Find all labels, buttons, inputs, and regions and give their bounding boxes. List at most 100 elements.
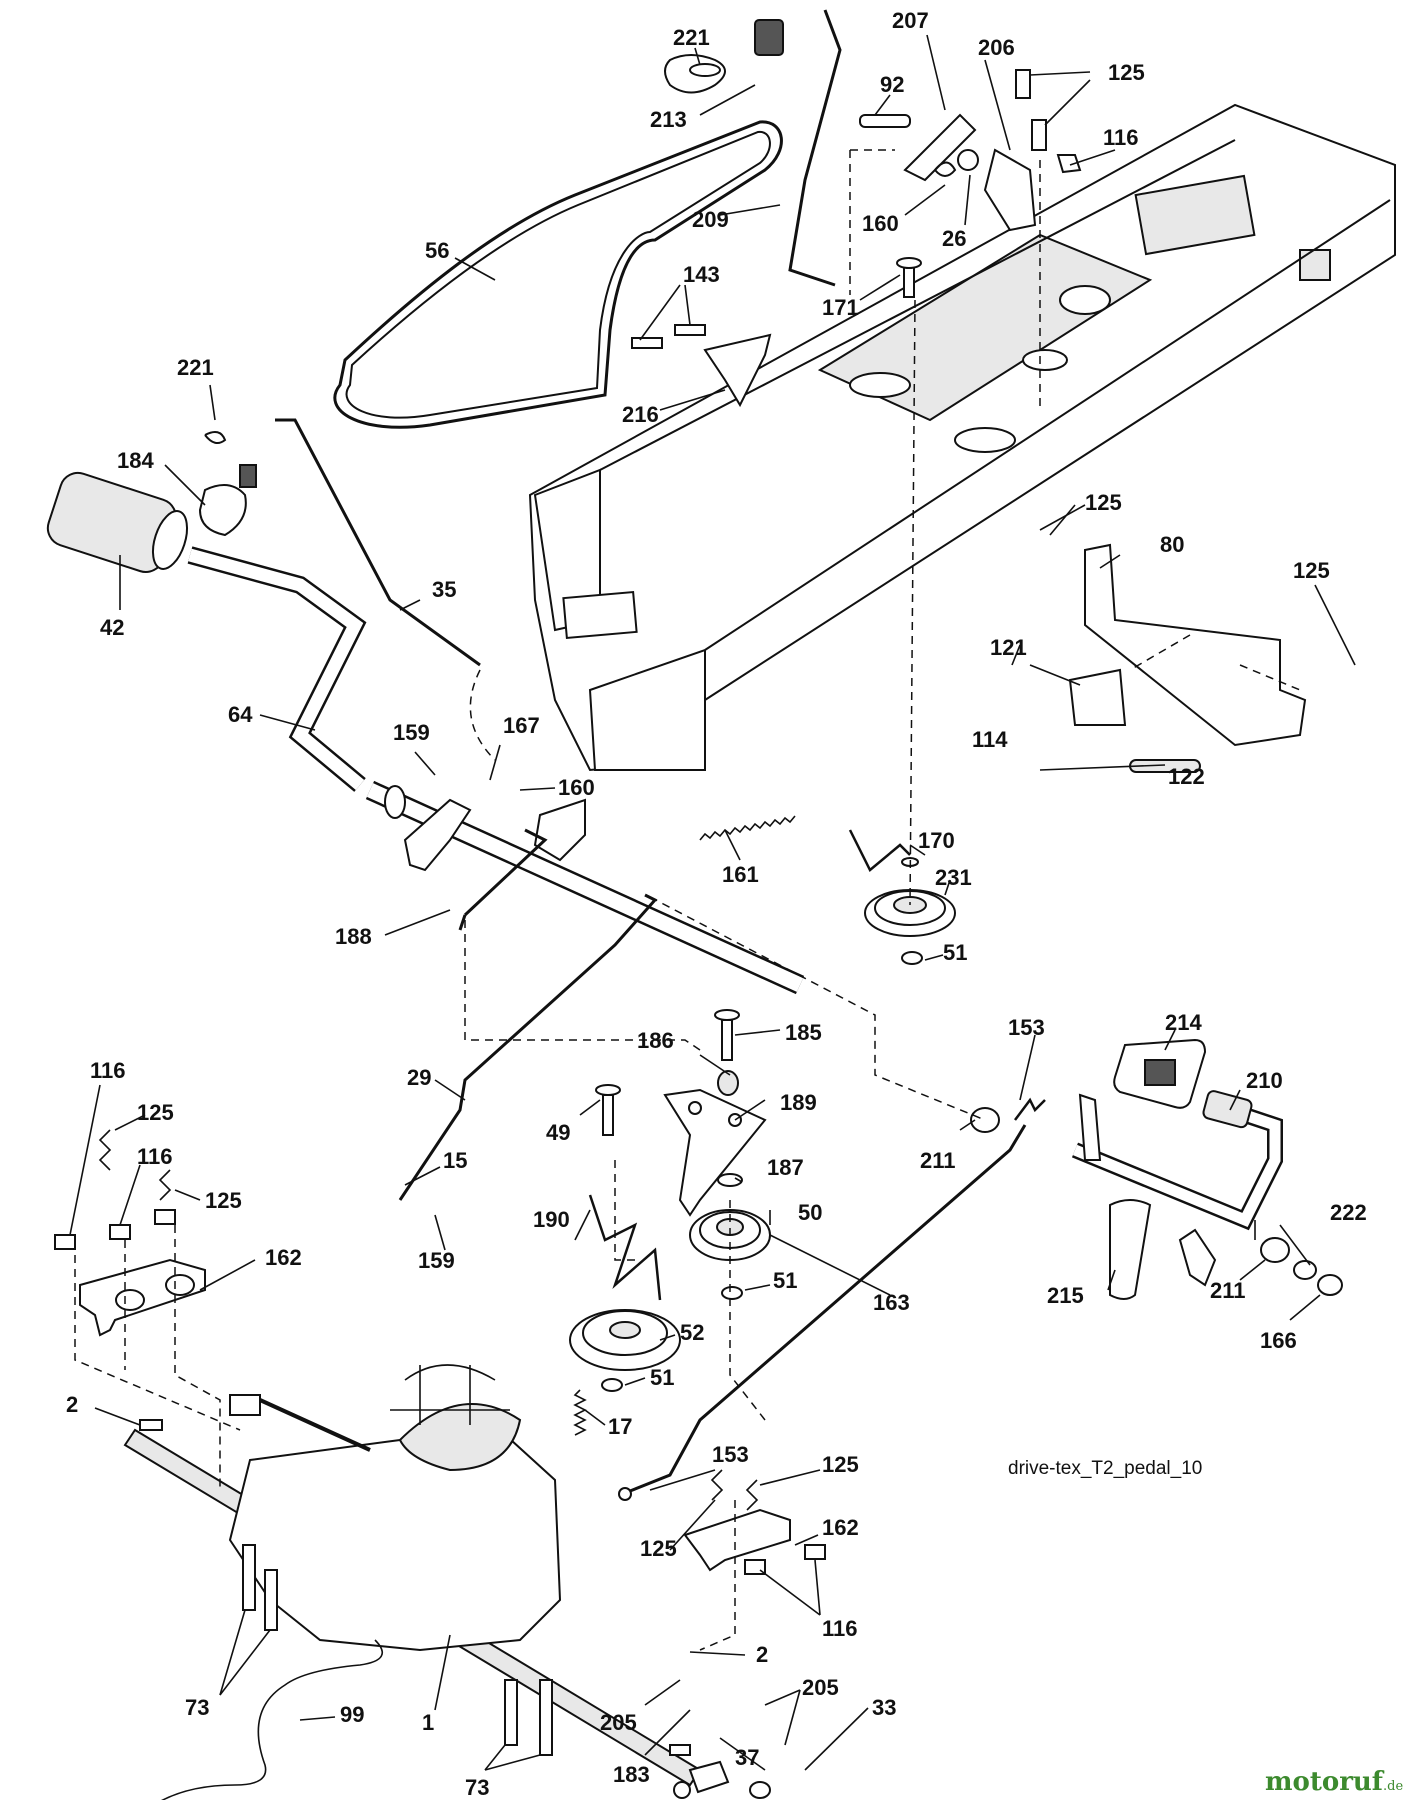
callout-125: 125 (822, 1452, 859, 1477)
callout-171: 171 (822, 295, 859, 320)
callout-29: 29 (407, 1065, 431, 1090)
brand-tld: .de (1383, 1779, 1404, 1794)
callout-125: 125 (640, 1536, 677, 1561)
callout-183: 183 (613, 1762, 650, 1787)
brand-logo: motoruf.de (1265, 1767, 1403, 1797)
callout-221: 221 (673, 25, 710, 50)
rod-163 (618, 1124, 1027, 1501)
callout-2: 2 (66, 1392, 78, 1417)
callout-50: 50 (798, 1200, 822, 1225)
callout-160: 160 (862, 211, 899, 236)
leader-lines (69, 34, 1356, 1771)
callout-205: 205 (600, 1710, 637, 1735)
callout-222: 222 (1330, 1200, 1367, 1225)
callout-56: 56 (425, 238, 449, 263)
chassis-frame (528, 103, 1396, 772)
callout-125: 125 (205, 1188, 242, 1213)
callout-52: 52 (680, 1320, 704, 1345)
callout-51: 51 (650, 1365, 674, 1390)
callout-159: 159 (418, 1248, 455, 1273)
callout-231: 231 (935, 865, 972, 890)
handle-grip-42 (46, 430, 257, 573)
callout-64: 64 (228, 702, 253, 727)
callout-114: 114 (972, 727, 1008, 752)
callout-211: 211 (1210, 1278, 1246, 1303)
callout-116: 116 (1103, 125, 1139, 150)
callout-160: 160 (558, 775, 595, 800)
brake-pedal-group (970, 1038, 1343, 1300)
pulley-231 (848, 829, 956, 965)
callout-49: 49 (546, 1120, 570, 1145)
callout-170: 170 (918, 828, 955, 853)
callout-185: 185 (785, 1020, 822, 1045)
bracket-162-left (54, 1129, 206, 1337)
callout-1: 1 (422, 1710, 434, 1735)
callout-125: 125 (1085, 490, 1122, 515)
callout-26: 26 (942, 226, 966, 251)
callout-163: 163 (873, 1290, 910, 1315)
lift-lever-64 (187, 546, 367, 792)
callout-210: 210 (1246, 1068, 1283, 1093)
callout-labels: 221 213 207 92 206 125 116 160 26 209 56… (66, 8, 1367, 1800)
callout-35: 35 (432, 577, 456, 602)
callout-17: 17 (608, 1414, 632, 1439)
brand-name: motoruf (1265, 1767, 1383, 1797)
spring-190 (588, 1194, 662, 1301)
bracket-80 (1068, 543, 1307, 773)
callout-184: 184 (117, 448, 154, 473)
rod-209 (788, 9, 842, 287)
diagram-caption: drive-tex_T2_pedal_10 (1008, 1458, 1203, 1479)
spring-17 (573, 1389, 587, 1436)
callout-189: 189 (780, 1090, 817, 1115)
callout-116: 116 (137, 1144, 173, 1169)
callout-122: 122 (1168, 764, 1205, 789)
callout-73: 73 (465, 1775, 489, 1800)
drive-belt-56 (333, 120, 783, 429)
callout-205: 205 (802, 1675, 839, 1700)
callout-190: 190 (533, 1207, 570, 1232)
callout-42: 42 (100, 615, 124, 640)
plate-216 (631, 324, 772, 408)
callout-153: 153 (1008, 1015, 1045, 1040)
rod-35 (275, 418, 496, 761)
callout-207: 207 (892, 8, 929, 33)
rod-188 (458, 828, 548, 931)
callout-153: 153 (712, 1442, 749, 1467)
callout-116: 116 (90, 1058, 126, 1083)
callout-166: 166 (1260, 1328, 1297, 1353)
spring-161 (699, 815, 796, 841)
callout-213: 213 (650, 107, 687, 132)
callout-167: 167 (503, 713, 540, 738)
callout-186: 186 (637, 1028, 674, 1053)
callout-161: 161 (722, 862, 759, 887)
idler-arm-189 (595, 1009, 767, 1217)
callout-37: 37 (735, 1745, 759, 1770)
callout-33: 33 (872, 1695, 896, 1720)
cross-shaft (365, 780, 805, 995)
callout-125: 125 (137, 1100, 174, 1125)
pulley-52 (569, 1309, 681, 1392)
callout-73: 73 (185, 1695, 209, 1720)
transaxle-1 (123, 1364, 771, 1799)
callout-162: 162 (822, 1515, 859, 1540)
callout-121: 121 (990, 635, 1027, 660)
callout-215: 215 (1047, 1283, 1084, 1308)
rod-29 (398, 893, 658, 1201)
bracket-162-right (683, 1469, 826, 1575)
callout-125: 125 (1108, 60, 1145, 85)
callout-188: 188 (335, 924, 372, 949)
callout-2: 2 (756, 1642, 768, 1667)
callout-216: 216 (622, 402, 659, 427)
callout-187: 187 (767, 1155, 804, 1180)
callout-206: 206 (978, 35, 1015, 60)
callout-143: 143 (683, 262, 720, 287)
callout-214: 214 (1165, 1010, 1202, 1035)
callout-159: 159 (393, 720, 430, 745)
callout-209: 209 (692, 207, 729, 232)
lift-bracket-group (859, 69, 1082, 298)
callout-99: 99 (340, 1702, 364, 1727)
callout-125: 125 (1293, 558, 1330, 583)
callout-116: 116 (822, 1616, 858, 1641)
wire-99 (161, 1639, 384, 1800)
